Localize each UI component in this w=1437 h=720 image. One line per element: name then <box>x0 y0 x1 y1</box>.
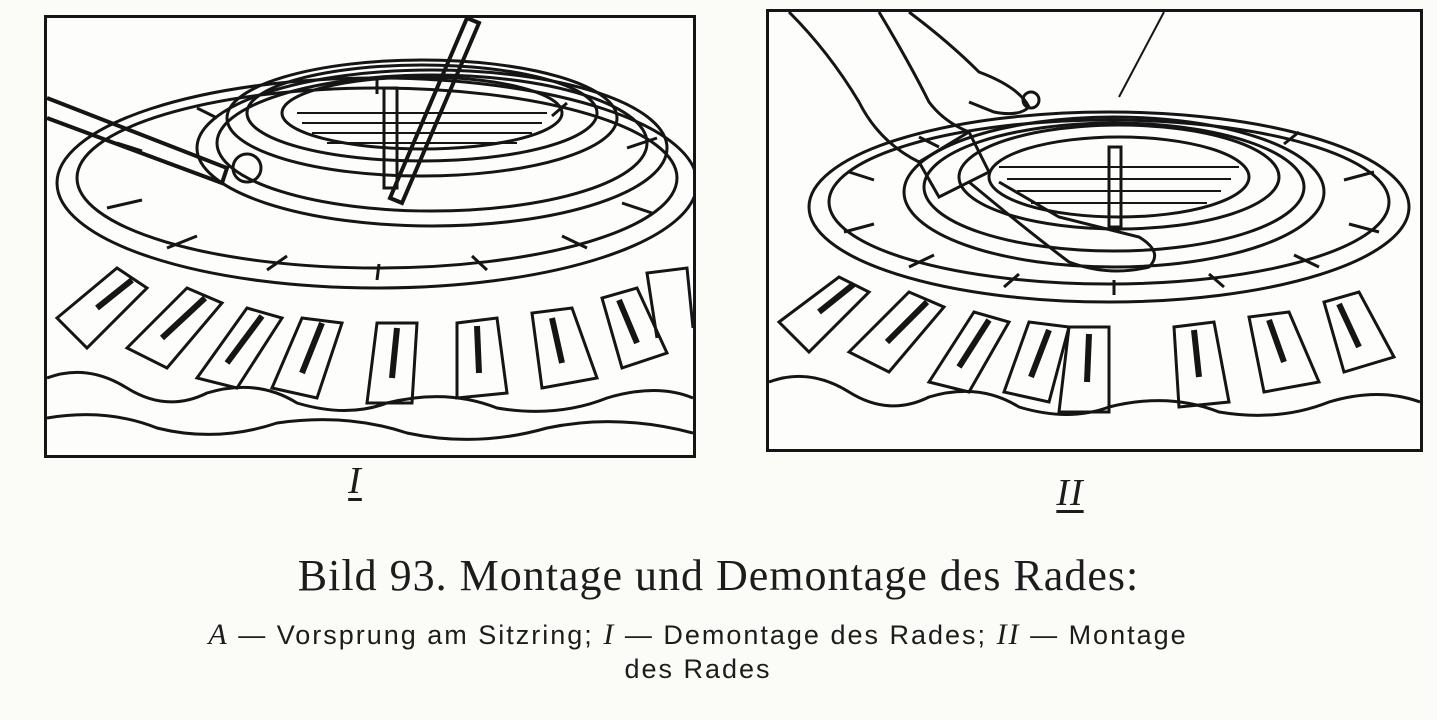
legend-letter-i: I <box>603 618 616 651</box>
legend-text-ii: — Montage <box>1030 620 1188 650</box>
panel-label-ii: II <box>1056 472 1084 514</box>
tread-lugs <box>54 266 693 405</box>
wheel-assembly-drawing <box>769 12 1420 417</box>
illustration-panel-disassembly <box>44 15 696 458</box>
legend-text-i: — Demontage des Rades; <box>624 620 988 650</box>
wheel-disassembly-drawing <box>47 18 693 441</box>
legend-text-a: — Vorsprung am Sitzring; <box>238 620 594 650</box>
figure-caption-legend: A — Vorsprung am Sitzring; I — Demontage… <box>8 618 1388 686</box>
legend-line-1: A — Vorsprung am Sitzring; I — Demontage… <box>8 618 1388 652</box>
illustration-panel-assembly <box>766 9 1423 452</box>
legend-line-2: des Rades <box>624 654 772 684</box>
legend-letter-a: A <box>208 618 229 651</box>
panel-label-i: I <box>348 460 362 502</box>
figure-caption-title: Bild 93. Montage und Demontage des Rades… <box>297 551 1140 600</box>
legend-letter-ii: II <box>996 618 1021 651</box>
